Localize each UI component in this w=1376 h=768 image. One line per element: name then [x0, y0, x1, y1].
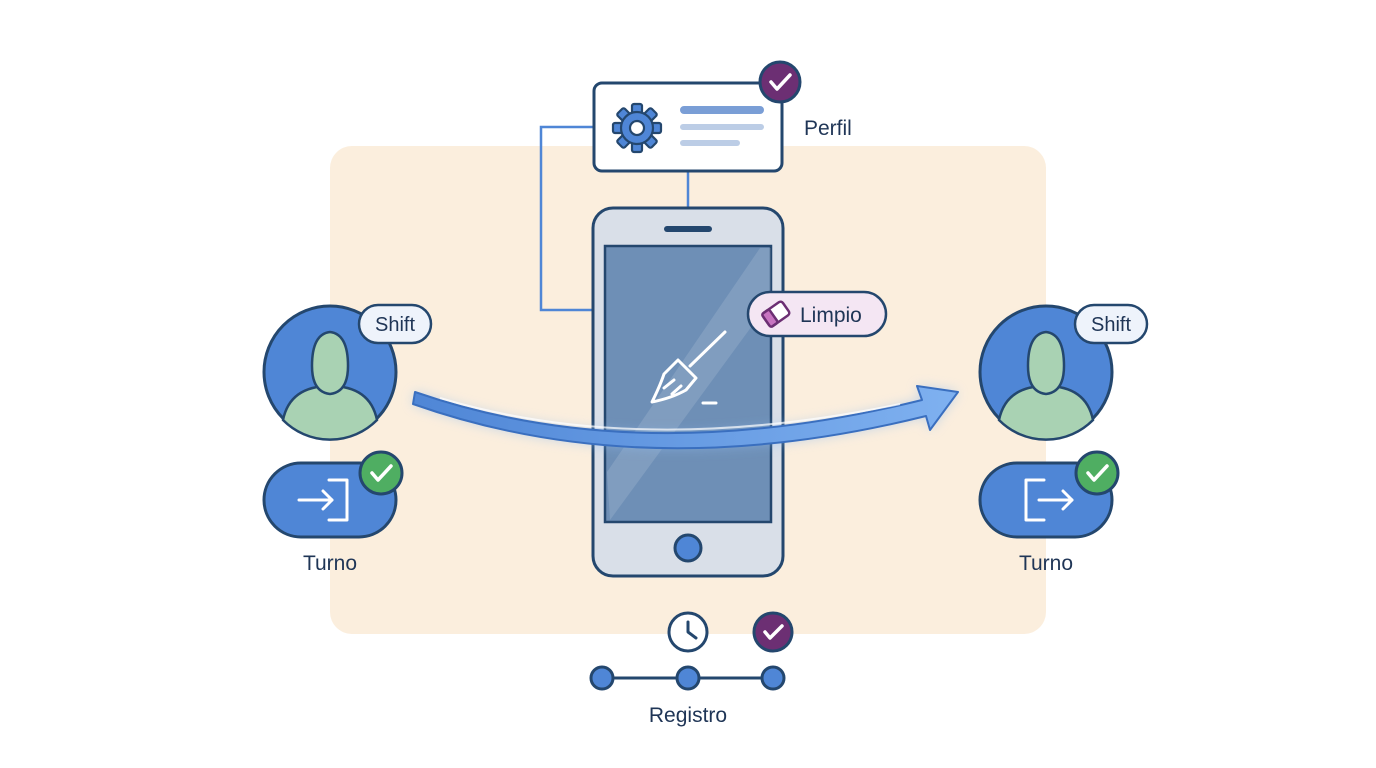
- right-user-avatar: [978, 304, 1114, 441]
- right-shift-label: Shift: [1091, 314, 1131, 336]
- sign-in-icon: [297, 478, 349, 522]
- timeline-node[interactable]: [675, 665, 701, 691]
- handover-arrow: [412, 385, 959, 450]
- check-icon: [769, 73, 792, 91]
- sign-out-icon: [1024, 478, 1074, 522]
- profile-card[interactable]: [592, 81, 784, 173]
- screen-reflection: [607, 248, 771, 520]
- user-icon: [997, 330, 1095, 441]
- home-button[interactable]: [673, 533, 703, 563]
- profile-label: Perfil: [804, 117, 852, 140]
- broom-icon: [650, 330, 727, 405]
- right-turno-caption: Turno: [1019, 552, 1073, 575]
- timeline: [589, 665, 786, 691]
- profile-line-1: [680, 106, 764, 114]
- clock-icon: [667, 611, 709, 653]
- left-shift-label: Shift: [375, 314, 415, 336]
- user-icon: [281, 330, 379, 441]
- right-shift-badge: Shift: [1073, 303, 1149, 345]
- profile-check-badge: [758, 60, 802, 104]
- registro-check-badge: [752, 611, 794, 653]
- profile-line-3: [680, 140, 740, 146]
- profile-line-2: [680, 124, 764, 130]
- gear-icon: [611, 102, 663, 154]
- phone-speaker: [664, 226, 712, 232]
- registro-caption: Registro: [649, 704, 727, 727]
- timeline-node[interactable]: [760, 665, 786, 691]
- eraser-icon: [761, 300, 791, 328]
- check-icon: [1086, 464, 1109, 482]
- clean-status-badge: Limpio: [746, 290, 888, 338]
- check-icon: [763, 624, 784, 640]
- phone-screen: [603, 244, 773, 524]
- profile-connector-line: [539, 125, 594, 312]
- check-icon: [370, 464, 393, 482]
- right-turno-check-badge: [1074, 450, 1120, 496]
- left-shift-badge: Shift: [357, 303, 433, 345]
- phone: [591, 206, 785, 578]
- left-turno-caption: Turno: [303, 552, 357, 575]
- timeline-node[interactable]: [589, 665, 615, 691]
- clean-status-label: Limpio: [800, 304, 862, 327]
- left-user-avatar: [262, 304, 398, 441]
- left-turno-check-badge: [358, 450, 404, 496]
